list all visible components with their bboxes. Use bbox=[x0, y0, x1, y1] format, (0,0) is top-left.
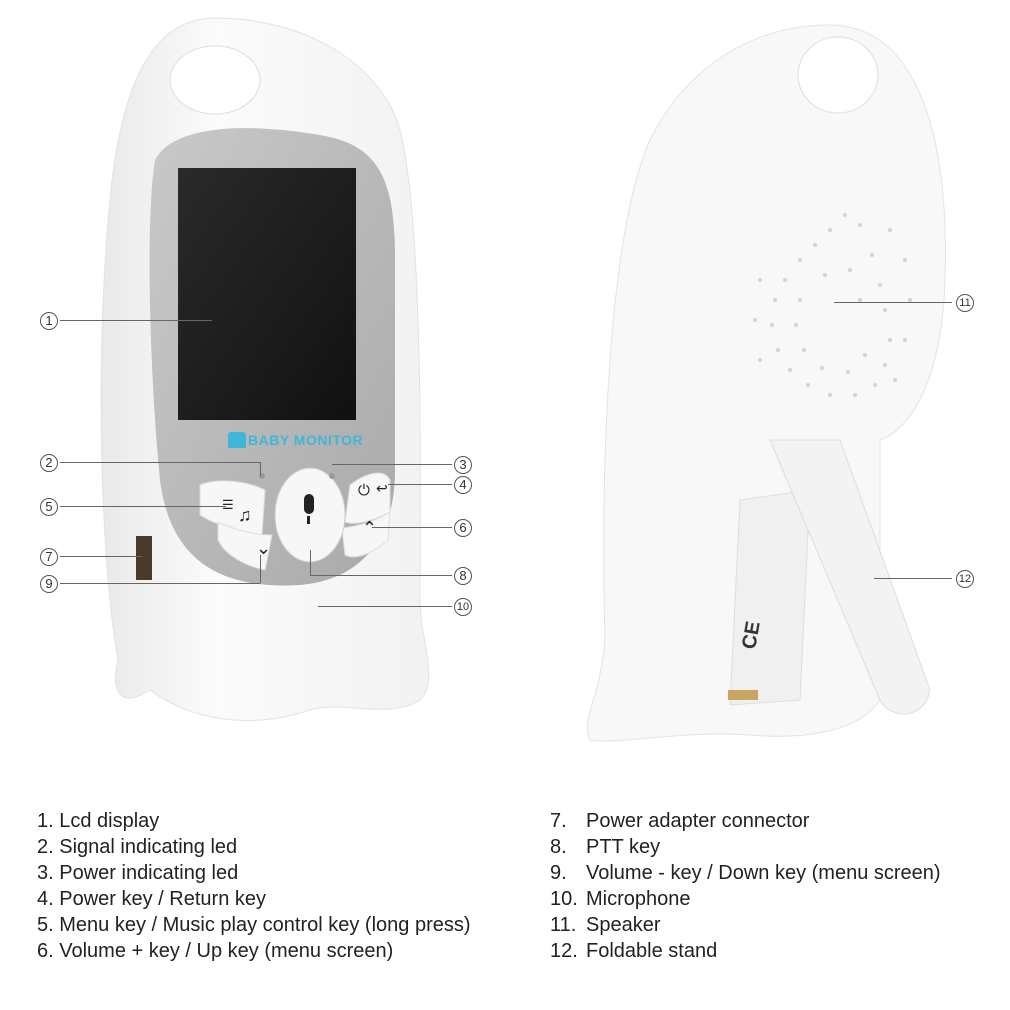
callout-10: 10 bbox=[454, 598, 472, 616]
front-device-body bbox=[100, 17, 430, 721]
legend-item: 9.Volume - key / Down key (menu screen) bbox=[550, 862, 941, 884]
legend-item: 4. Power key / Return key bbox=[37, 888, 266, 910]
leader-5 bbox=[60, 506, 226, 507]
power-icon[interactable]: ⏻ bbox=[358, 482, 370, 499]
callout-11: 11 bbox=[956, 294, 974, 312]
return-icon[interactable]: ↩ bbox=[376, 480, 388, 496]
legend-left: 1. Lcd display 2. Signal indicating led … bbox=[37, 808, 471, 964]
legend-item: 12.Foldable stand bbox=[550, 940, 718, 962]
callout-12: 12 bbox=[956, 570, 974, 588]
leader-11 bbox=[834, 302, 952, 303]
callout-2: 2 bbox=[40, 454, 58, 472]
up-key-icon[interactable]: ⌃ bbox=[362, 518, 378, 538]
music-icon[interactable]: ♫ bbox=[238, 505, 252, 525]
callout-9: 9 bbox=[40, 575, 58, 593]
legend-item: 8.PTT key bbox=[550, 836, 661, 858]
legend-item: 6. Volume + key / Up key (menu screen) bbox=[37, 940, 394, 962]
leader-10 bbox=[318, 606, 452, 607]
callout-7: 7 bbox=[40, 548, 58, 566]
ptt-mic-icon[interactable] bbox=[302, 494, 316, 524]
callout-4: 4 bbox=[454, 476, 472, 494]
callout-8: 8 bbox=[454, 567, 472, 585]
leader-9-v bbox=[260, 555, 261, 583]
leader-2 bbox=[60, 462, 260, 463]
legend-item: 1. Lcd display bbox=[37, 810, 160, 832]
legend-item: 3. Power indicating led bbox=[37, 862, 239, 884]
leader-3 bbox=[332, 464, 452, 465]
legend-item: 10.Microphone bbox=[550, 888, 691, 910]
legend-item: 7.Power adapter connector bbox=[550, 810, 810, 832]
leader-2-v bbox=[260, 462, 261, 476]
leader-1 bbox=[60, 320, 212, 321]
legend-item: 5. Menu key / Music play control key (lo… bbox=[37, 914, 471, 936]
menu-icon[interactable]: ☰ bbox=[222, 497, 234, 512]
legend-item: 2. Signal indicating led bbox=[37, 836, 238, 858]
callout-6: 6 bbox=[454, 519, 472, 537]
leader-12 bbox=[874, 578, 952, 579]
callout-1: 1 bbox=[40, 312, 58, 330]
callout-3: 3 bbox=[454, 456, 472, 474]
down-key-icon[interactable]: ⌄ bbox=[256, 538, 272, 558]
leader-8 bbox=[310, 575, 452, 576]
leader-4 bbox=[388, 484, 452, 485]
leader-6 bbox=[372, 527, 452, 528]
logo-icon bbox=[228, 432, 246, 448]
callout-5: 5 bbox=[40, 498, 58, 516]
legend-item: 11.Speaker bbox=[550, 914, 661, 936]
back-device-body: CE bbox=[586, 24, 946, 742]
leader-9 bbox=[60, 583, 260, 584]
leader-7 bbox=[60, 556, 142, 557]
brand-logo: BABY MONITOR bbox=[228, 432, 363, 448]
svg-text:CE: CE bbox=[738, 620, 764, 651]
leader-8-v bbox=[310, 550, 311, 575]
legend-right: 7.Power adapter connector 8.PTT key 9.Vo… bbox=[550, 808, 941, 964]
